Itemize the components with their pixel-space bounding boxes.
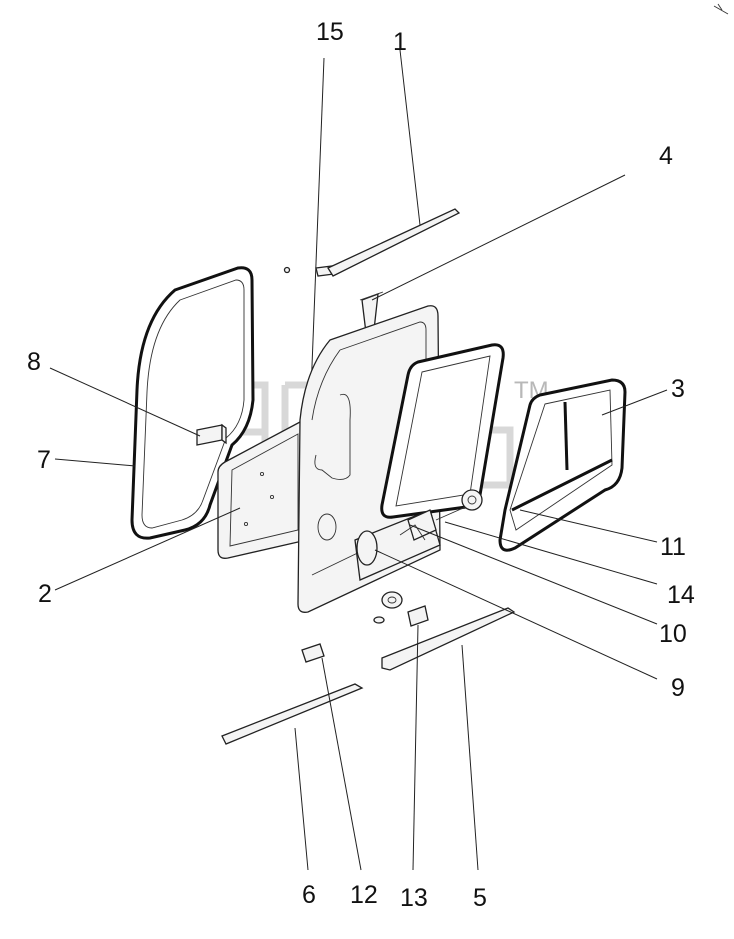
callout-labels: 15 1 4 3 8 7 2 11 14 10 9 6 12 13 5 (27, 18, 695, 912)
part-1-upper-rail (327, 208, 461, 277)
callout-5: 5 (473, 884, 487, 912)
callout-2: 2 (38, 580, 52, 608)
callout-4: 4 (659, 142, 673, 170)
callout-10: 10 (659, 620, 687, 648)
callout-8: 8 (27, 348, 41, 376)
part-3-side-window (498, 378, 627, 552)
part-5-lower-rail (381, 607, 516, 671)
callout-15: 15 (316, 18, 344, 46)
part-12-clip (301, 643, 325, 663)
callout-13: 13 (400, 884, 428, 912)
callout-12: 12 (350, 881, 378, 909)
part-7-door-seal-frame (130, 266, 255, 540)
part-8-block (196, 423, 227, 446)
part-11-lock (461, 489, 483, 511)
callout-6: 6 (302, 881, 316, 909)
part-6-lower-rail (221, 683, 364, 745)
callout-9: 9 (671, 674, 685, 702)
part-13-hinge (373, 591, 429, 627)
leader-lines (49, 49, 668, 871)
callout-7: 7 (37, 446, 51, 474)
corner-mark (713, 3, 729, 15)
callout-14: 14 (667, 581, 695, 609)
callout-1: 1 (393, 28, 407, 56)
callout-11: 11 (660, 533, 686, 561)
callout-3: 3 (671, 375, 685, 403)
